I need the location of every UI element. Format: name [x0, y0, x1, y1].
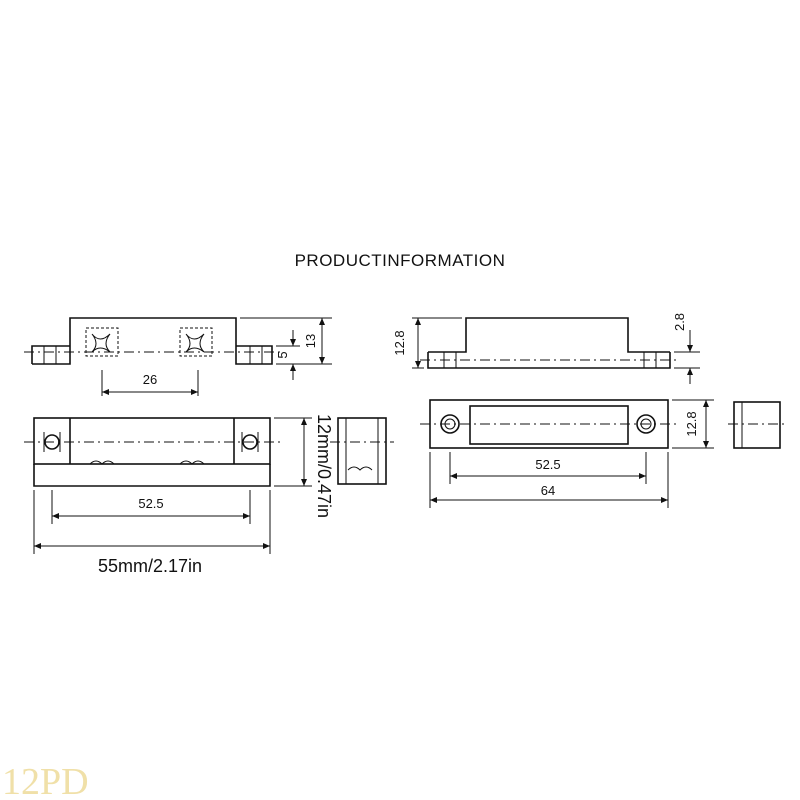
right-side-view: [733, 401, 781, 449]
coil-window-left: [85, 327, 119, 357]
left-height-total: 13: [303, 334, 318, 348]
right-overall-length: 64: [541, 483, 555, 498]
right-top-view: 12.8 2.8: [392, 313, 700, 384]
left-window-spacing: 26: [143, 372, 157, 387]
right-front-height: 12.8: [684, 411, 699, 436]
right-top-height: 12.8: [392, 330, 407, 355]
right-hole-spacing: 52.5: [535, 457, 560, 472]
left-front-view: 12mm/0.47in 52.5 55mm/2.17in: [24, 414, 394, 576]
coil-window-right: [179, 327, 213, 357]
left-height-tab: 5: [275, 351, 290, 358]
left-side-view: [337, 417, 387, 485]
mount-hole-right: [242, 434, 258, 450]
left-overall-length: 55mm/2.17in: [98, 556, 202, 576]
left-height: 12mm/0.47in: [314, 414, 334, 518]
page-title: PRODUCTINFORMATION: [295, 251, 506, 270]
watermark-logo: 12PD: [2, 761, 89, 800]
left-top-view: 13 5 26: [24, 317, 332, 396]
left-hole-spacing: 52.5: [138, 496, 163, 511]
right-tab-thickness: 2.8: [672, 313, 687, 331]
right-front-view: 12.8 52.5 64: [420, 399, 786, 508]
